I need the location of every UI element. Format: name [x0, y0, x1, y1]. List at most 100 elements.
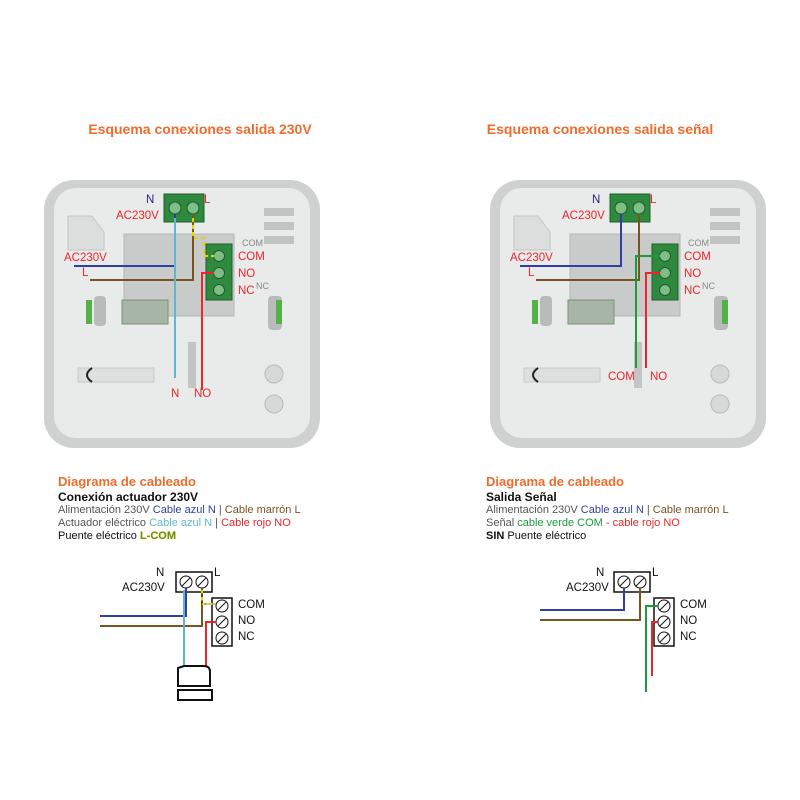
label-n: N	[146, 194, 155, 206]
lower-slot	[77, 367, 155, 383]
screw-slot	[181, 577, 191, 587]
wiring-caption: Diagrama de cableado Conexión actuador 2…	[58, 474, 378, 543]
wire-live	[540, 588, 641, 621]
row-bridge-value: L-COM	[139, 530, 176, 542]
left-slot	[94, 296, 106, 326]
printed-nc: NC	[702, 281, 715, 291]
schem-l: L	[652, 567, 659, 579]
wire-actuator-no	[201, 272, 214, 390]
label-com: COM	[238, 251, 265, 263]
vent	[264, 208, 294, 216]
caption-row-bridge: Puente eléctrico L-COM	[58, 530, 378, 543]
vent	[710, 236, 740, 244]
lower-clip	[86, 367, 93, 383]
panel-230v-output: Esquema conexiones salida 230V	[42, 121, 378, 701]
panel-title: Esquema conexiones salida señal	[486, 121, 714, 137]
terminal-screw	[614, 201, 628, 215]
caption-row-actuator: Actuador eléctrico Cable azul N | Cable …	[58, 517, 378, 530]
printed-com: COM	[242, 238, 263, 248]
row-blue-cable: Cable azul N	[580, 504, 644, 516]
wire-signal-no	[651, 621, 658, 676]
row-red-cable: Cable rojo NO	[221, 517, 291, 529]
pcb-connector	[567, 299, 615, 325]
wire-actuator-no	[205, 621, 216, 668]
row-prefix: Actuador eléctrico	[58, 517, 147, 529]
row-blue-cable: Cable azul N	[152, 504, 216, 516]
screw-slot	[659, 601, 669, 611]
screw-slot	[659, 633, 669, 643]
label-l-side: L	[528, 267, 535, 279]
panel-title: Esquema conexiones salida 230V	[88, 121, 312, 137]
wiring-caption: Diagrama de cableado Salida Señal Alimen…	[486, 474, 800, 543]
screw-slot	[217, 601, 227, 611]
schematic-drawing	[100, 571, 233, 701]
terminal-screw	[659, 284, 671, 296]
row-green-cable: cable verde COM	[517, 517, 603, 529]
label-l: L	[204, 194, 211, 206]
terminal-screw	[213, 250, 225, 262]
actuator-body	[177, 665, 211, 687]
screw-hole	[710, 394, 730, 414]
device-drawing	[44, 180, 320, 448]
label-n: N	[592, 194, 601, 206]
screw-slot	[619, 577, 629, 587]
terminal-screw	[186, 201, 200, 215]
label-ac230v-top: AC230V	[116, 210, 159, 222]
schematic-drawing	[540, 571, 675, 692]
screw-slot	[217, 633, 227, 643]
row-prefix: Señal	[486, 517, 515, 529]
schem-ac230v: AC230V	[566, 582, 609, 594]
vent	[710, 208, 740, 216]
screw-hole	[264, 364, 284, 384]
left-tab	[67, 215, 105, 251]
printed-com: COM	[688, 238, 709, 248]
terminal-screw	[659, 250, 671, 262]
caption-row-power: Alimentación 230V Cable azul N | Cable m…	[486, 504, 800, 517]
wire-neutral	[540, 588, 625, 611]
screw-slot	[217, 617, 227, 627]
schem-l: L	[214, 567, 221, 579]
row-red-cable: cable rojo NO	[612, 517, 680, 529]
thermostat-base-photo: N L AC230V AC230V L COM NO NC COM NO COM…	[488, 178, 768, 450]
row-separator: |	[646, 504, 650, 516]
label-no: NO	[238, 268, 256, 280]
label-bottom-n: N	[171, 388, 180, 400]
vent	[264, 222, 294, 230]
thermostat-base-photo: N L AC230V AC230V L COM NO NC N NO COM N…	[42, 178, 322, 450]
caption-subtitle: Conexión actuador 230V	[58, 490, 199, 504]
row-dash: -	[605, 517, 610, 529]
left-tab	[513, 215, 551, 251]
device-drawing	[490, 180, 766, 448]
green-clip	[722, 300, 728, 324]
pcb-connector	[121, 299, 169, 325]
vent-strip	[634, 342, 642, 388]
terminal-screw	[659, 267, 671, 279]
left-slot	[540, 296, 552, 326]
wire-signal-com	[635, 255, 660, 368]
label-bottom-no: NO	[650, 371, 668, 383]
label-bottom-no: NO	[194, 388, 212, 400]
schem-no: NO	[238, 615, 256, 627]
schem-com: COM	[238, 599, 265, 611]
terminal-screw	[213, 267, 225, 279]
schem-ac230v: AC230V	[122, 582, 165, 594]
lower-slot	[523, 367, 601, 383]
vent	[710, 222, 740, 230]
row-bridge-text: Puente eléctrico	[507, 530, 587, 542]
wiring-schematic: N L AC230V COM NO NC	[530, 560, 770, 720]
terminal-screw	[213, 284, 225, 296]
wire-signal-com	[645, 605, 658, 692]
screw-hole	[264, 394, 284, 414]
schem-nc: NC	[238, 631, 255, 643]
vent	[264, 236, 294, 244]
wire-live	[536, 214, 640, 281]
row-brown-cable: Cable marrón L	[224, 504, 301, 516]
label-ac230v-side: AC230V	[64, 252, 107, 264]
row-bold-prefix: SIN	[486, 530, 505, 542]
screw-hole	[710, 364, 730, 384]
terminal-screw	[168, 201, 182, 215]
caption-row-power: Alimentación 230V Cable azul N | Cable m…	[58, 504, 378, 517]
row-brown-cable: Cable marrón L	[652, 504, 729, 516]
wire-signal-no	[645, 272, 660, 368]
schem-com: COM	[680, 599, 707, 611]
